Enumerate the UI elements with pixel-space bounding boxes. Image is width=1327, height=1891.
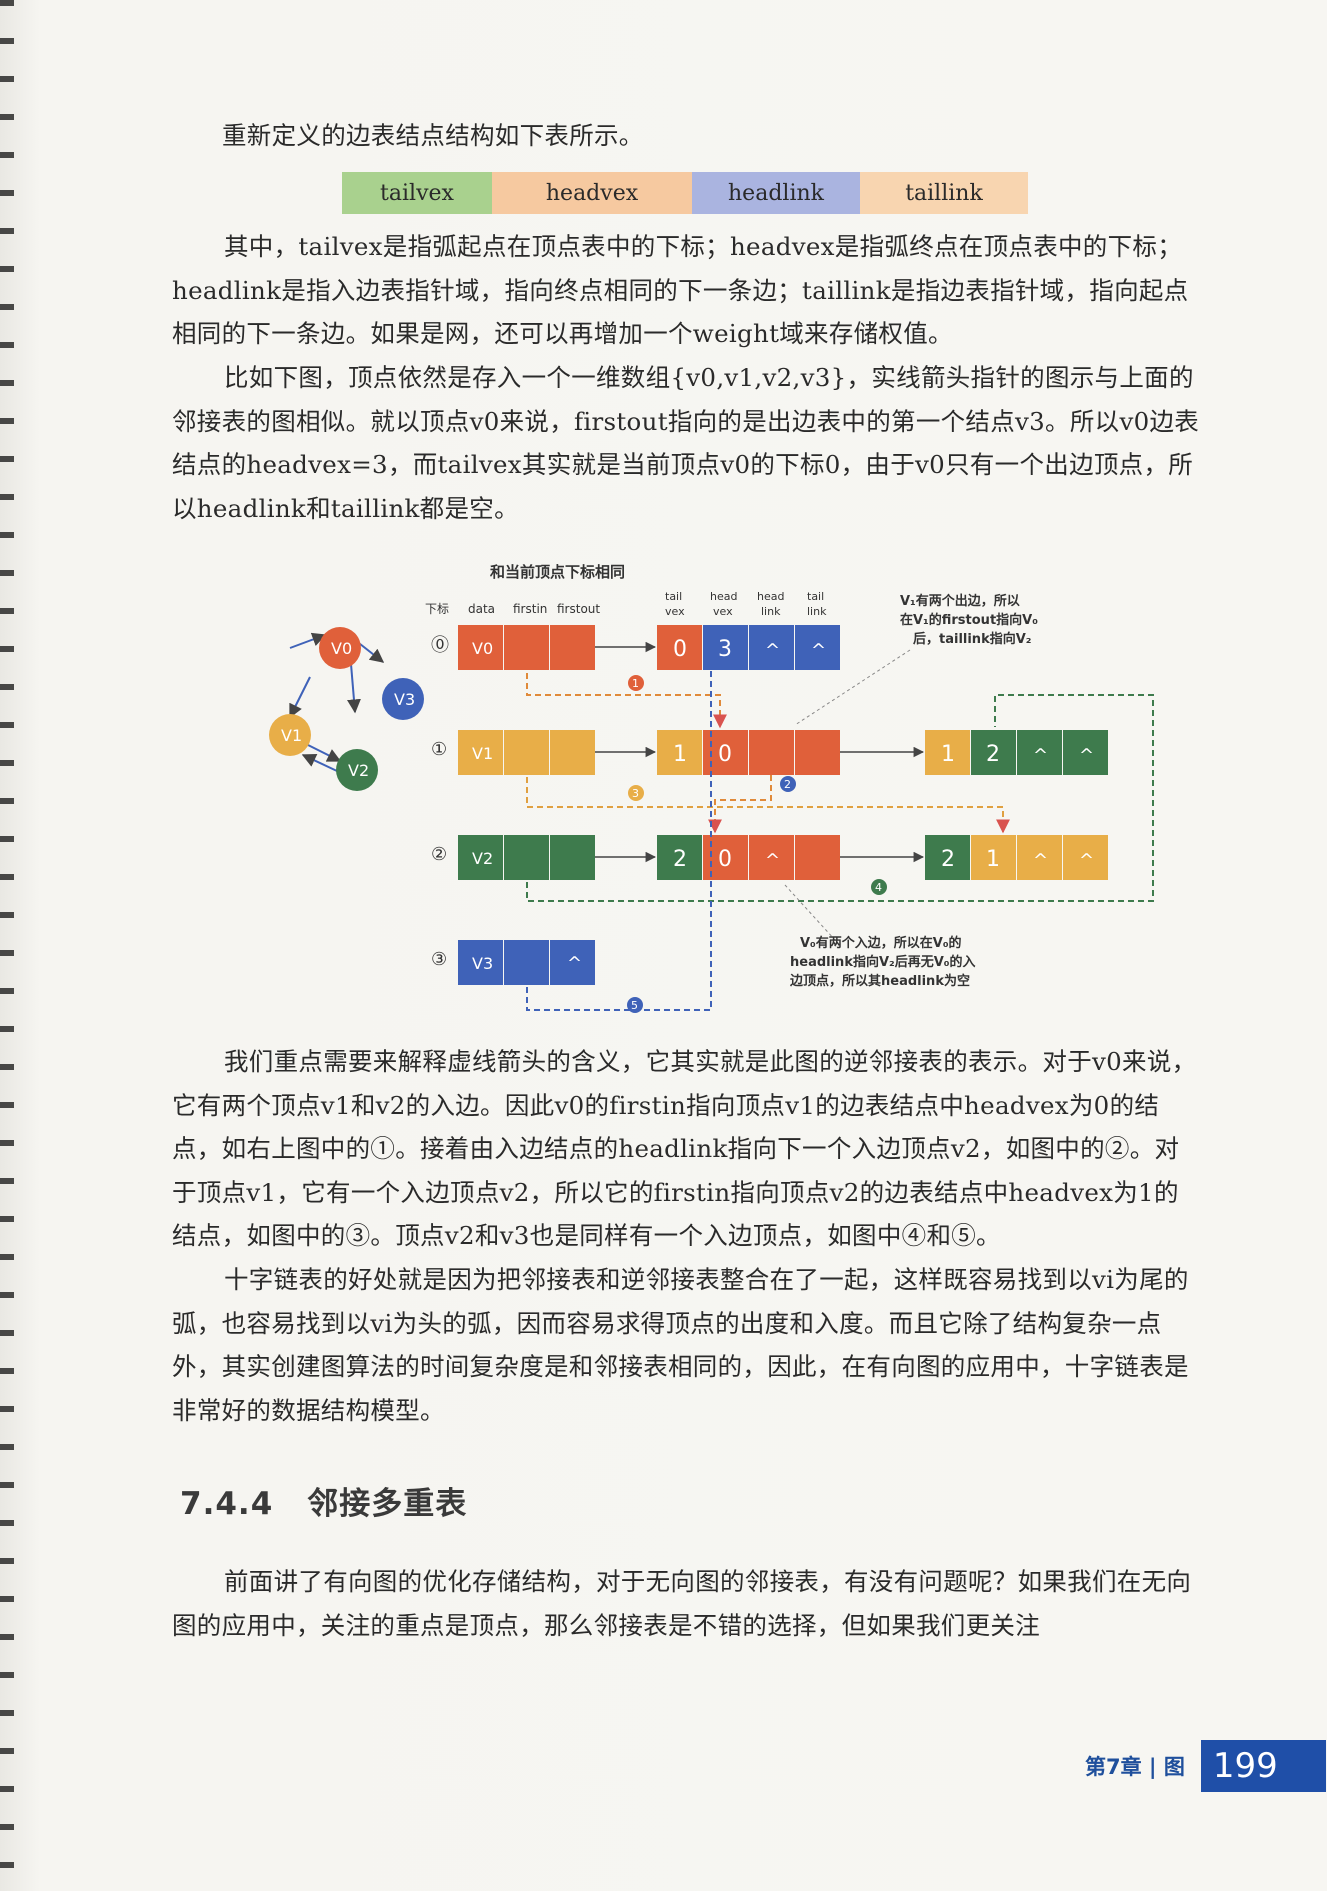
edge-node-0-3: 0 3 ^ ^ — [657, 625, 840, 670]
svg-text:^: ^ — [1033, 745, 1048, 766]
svg-text:^: ^ — [1079, 745, 1094, 766]
svg-text:③: ③ — [431, 949, 447, 970]
intro-text: 重新定义的边表结点结构如下表所示。 — [222, 121, 644, 150]
svg-text:vex: vex — [713, 605, 733, 618]
col-headvex: head — [710, 590, 737, 603]
col-firstout: firstout — [557, 602, 600, 616]
svg-text:②: ② — [431, 844, 447, 865]
svg-text:^: ^ — [1079, 850, 1094, 871]
dashed-arrows — [526, 635, 1154, 1011]
markers: 1 2 3 4 5 — [627, 675, 887, 1013]
note-1: V₁有两个出边，所以 在V₁的firstout指向V₀ 后，taillink指向… — [900, 593, 1038, 647]
field-taillink: taillink — [860, 172, 1028, 214]
svg-text:后，taillink指向V₂: 后，taillink指向V₂ — [913, 631, 1031, 647]
edge-node-structure: tailvex headvex headlink taillink — [342, 172, 1028, 214]
col-data: data — [468, 602, 495, 616]
vertex-row-2: V2 — [458, 835, 595, 880]
graph-figure: V1 V0 V3 V2 — [269, 627, 424, 791]
chapter-label: 第7章 | 图 — [1085, 1755, 1185, 1779]
svg-text:^: ^ — [811, 640, 826, 661]
svg-text:1: 1 — [673, 742, 687, 767]
svg-text:V2: V2 — [348, 761, 369, 780]
svg-text:V3: V3 — [394, 690, 415, 709]
edge-node-1-2: 1 2 ^ ^ — [925, 730, 1108, 775]
edge-node-2-1: 2 1 ^ ^ — [925, 835, 1108, 880]
svg-text:2: 2 — [673, 847, 687, 872]
svg-text:1: 1 — [941, 742, 955, 767]
paragraph-3: 我们重点需要来解释虚线箭头的含义，它其实就是此图的逆邻接表的表示。对于v0来说，… — [172, 1047, 1197, 1250]
svg-text:^: ^ — [1033, 850, 1048, 871]
col-headlink: head — [757, 590, 784, 603]
svg-text:3: 3 — [718, 637, 732, 662]
top-label: 和当前顶点下标相同 — [490, 563, 625, 581]
svg-text:0: 0 — [673, 637, 687, 662]
col-firstin: firstin — [513, 602, 547, 616]
svg-text:V0: V0 — [472, 639, 493, 658]
svg-text:2: 2 — [784, 778, 791, 791]
svg-text:V1: V1 — [472, 744, 493, 763]
svg-text:link: link — [807, 605, 827, 618]
field-headlink: headlink — [692, 172, 860, 214]
svg-text:2: 2 — [941, 847, 955, 872]
svg-text:1: 1 — [632, 677, 639, 690]
svg-text:^: ^ — [765, 850, 780, 871]
svg-text:0: 0 — [718, 742, 732, 767]
svg-text:1: 1 — [986, 847, 1000, 872]
page-number: 199 — [1200, 1740, 1326, 1792]
svg-text:V3: V3 — [472, 954, 493, 973]
col-index: 下标 — [425, 602, 449, 616]
row-indices: ⓪ ① ② ③ — [431, 635, 449, 970]
svg-text:V1: V1 — [281, 726, 302, 745]
page-binding-edge — [0, 0, 14, 1891]
solid-arrows — [595, 641, 925, 863]
svg-text:^: ^ — [765, 640, 780, 661]
svg-text:V2: V2 — [472, 849, 493, 868]
vertex-row-0: V0 — [458, 625, 595, 670]
edge-node-2-0: 2 0 ^ — [657, 835, 840, 880]
svg-text:V₁有两个出边，所以: V₁有两个出边，所以 — [900, 593, 1020, 609]
svg-text:①: ① — [431, 739, 447, 760]
svg-text:headlink指向V₂后再无V₀的入: headlink指向V₂后再无V₀的入 — [790, 954, 975, 970]
page-footer: 第7章 | 图 199 — [1085, 1740, 1326, 1792]
svg-text:3: 3 — [632, 787, 639, 800]
field-headvex: headvex — [492, 172, 692, 214]
col-taillink: tail — [807, 590, 824, 603]
svg-text:^: ^ — [567, 953, 582, 974]
vertex-row-1: V1 — [458, 730, 595, 775]
col-tailvex: tail — [665, 590, 682, 603]
svg-text:V0: V0 — [331, 639, 352, 658]
svg-text:V₀有两个入边，所以在V₀的: V₀有两个入边，所以在V₀的 — [800, 935, 962, 951]
note-2: V₀有两个入边，所以在V₀的 headlink指向V₂后再无V₀的入 边顶点，所… — [789, 935, 975, 989]
svg-text:0: 0 — [718, 847, 732, 872]
paragraph-4: 十字链表的好处就是因为把邻接表和逆邻接表整合在了一起，这样既容易找到以vi为尾的… — [172, 1265, 1189, 1425]
svg-text:在V₁的firstout指向V₀: 在V₁的firstout指向V₀ — [900, 612, 1038, 628]
svg-text:link: link — [761, 605, 781, 618]
paragraph-5: 前面讲了有向图的优化存储结构，对于无向图的邻接表，有没有问题呢？如果我们在无向图… — [172, 1567, 1192, 1640]
field-tailvex: tailvex — [342, 172, 492, 214]
paragraph-1: 其中，tailvex是指弧起点在顶点表中的下标；headvex是指弧终点在顶点表… — [172, 232, 1189, 348]
svg-text:⓪: ⓪ — [431, 635, 449, 656]
svg-text:边顶点，所以其headlink为空: 边顶点，所以其headlink为空 — [789, 973, 970, 989]
vertex-row-3: V3 ^ — [458, 940, 595, 985]
svg-text:2: 2 — [986, 742, 1000, 767]
paragraph-2: 比如下图，顶点依然是存入一个一维数组{v0,v1,v2,v3}，实线箭头指针的图… — [172, 363, 1200, 523]
edge-node-1-0: 1 0 — [657, 730, 840, 775]
svg-text:4: 4 — [875, 881, 882, 894]
svg-text:5: 5 — [631, 999, 638, 1012]
svg-text:vex: vex — [665, 605, 685, 618]
orthogonal-list-diagram: 和当前顶点下标相同 下标 data firstin firstout tail … — [269, 563, 1154, 1013]
